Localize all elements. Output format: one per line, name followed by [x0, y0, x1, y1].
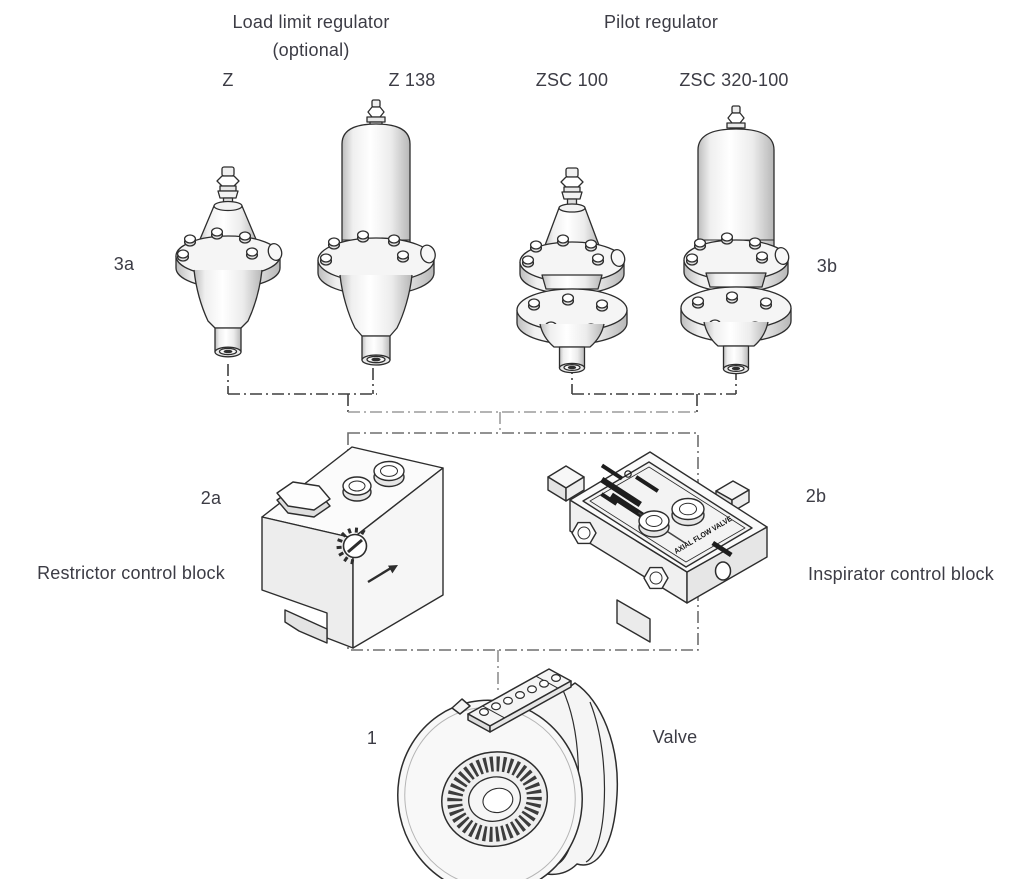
hex-bolt — [671, 497, 705, 521]
hex-plug — [643, 566, 669, 590]
model-label-z138: Z 138 — [388, 70, 436, 90]
valve-illustration — [397, 668, 619, 879]
model-label-z: Z — [222, 70, 234, 90]
hex-cap — [276, 481, 331, 511]
flow-arrow — [367, 566, 392, 584]
regulator-zsc320-illustration — [680, 105, 792, 375]
block-foot — [284, 609, 328, 644]
adjusting-screw-cap — [221, 166, 235, 177]
model-label-zsc320-100: ZSC 320-100 — [679, 70, 789, 90]
model-label-zsc100: ZSC 100 — [535, 70, 609, 90]
pad-bolt-holes — [479, 673, 561, 716]
load-limit-regulator-header: Load limit regulator (optional) — [232, 8, 389, 64]
regulator-z-illustration — [175, 166, 283, 358]
restrictor-block-illustration — [261, 446, 444, 649]
callout-3a: 3a — [113, 254, 135, 274]
nozzle-bore — [371, 357, 381, 362]
adjusting-hex-nut — [216, 175, 240, 187]
dial-tick-marks — [336, 527, 366, 565]
callout-2b: 2b — [805, 486, 827, 506]
connector-block-box — [347, 432, 699, 651]
callout-3b: 3b — [816, 256, 838, 276]
pilot-regulator-header: Pilot regulator — [603, 12, 719, 32]
inspirator-block-illustration: AXIAL FLOW VALVE — [547, 451, 768, 643]
nozzle-bore — [567, 365, 577, 370]
top-fitting-cap — [371, 99, 381, 108]
spring-canister — [697, 128, 775, 249]
callout-2a: 2a — [200, 488, 222, 508]
block-front-face — [352, 467, 444, 649]
restrictor-block-label: Restrictor control block — [37, 563, 225, 583]
inspirator-block-label: Inspirator control block — [808, 564, 994, 584]
lower-dome — [539, 323, 605, 348]
spring-canister — [341, 123, 411, 249]
lower-dome — [339, 274, 413, 337]
lower-dome — [193, 269, 263, 329]
valve-label: Valve — [652, 727, 698, 747]
side-port — [420, 244, 436, 264]
load-limit-subtitle: (optional) — [272, 40, 350, 60]
load-limit-title: Load limit regulator — [232, 12, 390, 32]
adjusting-screw-cap — [565, 167, 579, 178]
regulator-z138-illustration — [317, 99, 436, 366]
bottom-tab — [616, 599, 651, 643]
hex-plug — [571, 521, 597, 545]
side-port — [610, 249, 626, 267]
side-port — [774, 247, 790, 265]
hex-bolt — [342, 476, 372, 496]
hex-bolt — [373, 460, 405, 482]
regulator-zsc100-illustration — [516, 167, 628, 374]
lower-dome — [703, 321, 769, 347]
hex-bolt — [638, 510, 670, 532]
top-fitting-cap — [731, 105, 741, 114]
nozzle-bore — [223, 349, 233, 354]
connector-lines — [227, 362, 737, 692]
side-hole — [714, 561, 732, 581]
callout-1: 1 — [366, 728, 378, 748]
nameplate — [582, 461, 753, 568]
side-port — [267, 243, 283, 261]
nozzle-bore — [731, 366, 741, 371]
